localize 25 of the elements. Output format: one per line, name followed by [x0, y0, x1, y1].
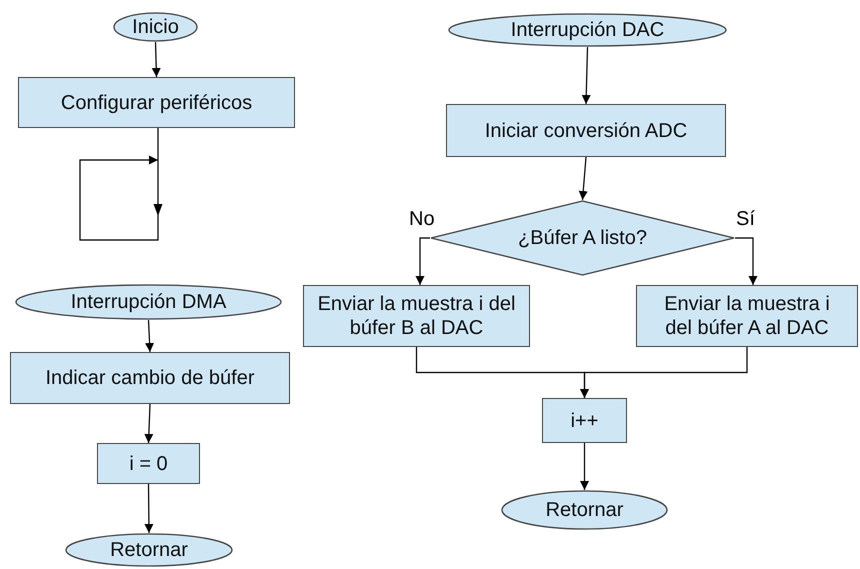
terminal-ellipse [15, 284, 282, 320]
node-text: Interrupción DAC [510, 18, 664, 42]
terminal-ellipse [65, 533, 233, 567]
terminal-ellipse [448, 13, 727, 47]
terminal-ellipse [501, 490, 668, 530]
node-text: Retornar [546, 498, 624, 522]
process-box [303, 285, 530, 347]
node-text: Configurar periféricos [60, 90, 252, 114]
node-text: Indicar cambio de búfer [45, 366, 254, 390]
node-text: Interrupción DMA [70, 290, 226, 314]
node-text: ¿Búfer A listo? [518, 226, 647, 250]
process-box [18, 77, 295, 128]
process-box [446, 104, 726, 157]
node-text: i = 0 [129, 452, 168, 476]
node-text: Inicio [132, 15, 179, 39]
process-box [10, 352, 290, 404]
node-text: Retornar [110, 538, 188, 562]
node-text: i++ [570, 408, 598, 432]
node-text: Iniciar conversión ADC [484, 118, 688, 142]
process-box [97, 443, 200, 484]
node-text: Enviar la muestra i del búfer A al DAC [663, 292, 831, 340]
node-text: Enviar la muestra i del búfer B al DAC [316, 292, 516, 340]
process-box [636, 285, 858, 347]
terminal-ellipse [113, 12, 198, 42]
process-box [542, 398, 627, 443]
